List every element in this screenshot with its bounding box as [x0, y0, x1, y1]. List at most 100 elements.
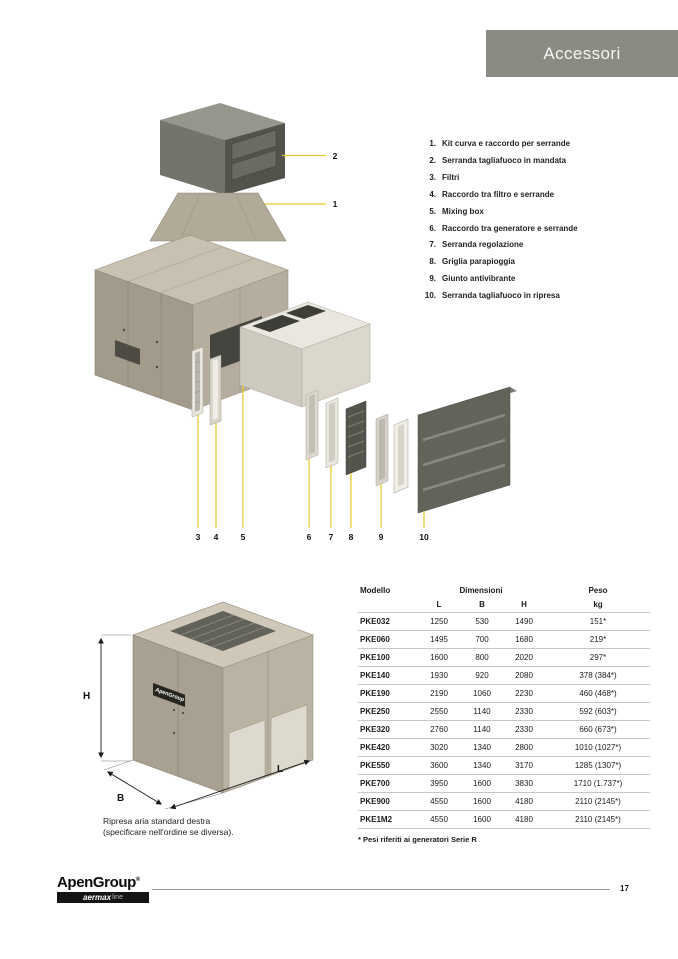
table-cell-h: 2330 — [502, 720, 546, 739]
table-cell-model: PKE100 — [358, 648, 416, 667]
table-footnote: * Pesi riferiti ai generatori Serie R — [358, 835, 477, 844]
callout-3: 3 — [195, 532, 201, 542]
table-cell-h: 2330 — [502, 702, 546, 721]
col-subheader-l: L — [416, 598, 462, 613]
table-header-row: Modello Dimensioni Peso — [358, 583, 650, 598]
legend-item: 6. Raccordo tra generatore e serrande — [422, 221, 662, 238]
callout-2: 2 — [332, 151, 338, 161]
table-cell-kg: 297* — [546, 648, 650, 667]
table-cell-kg: 219* — [546, 630, 650, 649]
mixing-box — [239, 301, 371, 408]
table-cell-kg: 378 (384*) — [546, 666, 650, 685]
table-cell-l: 1250 — [416, 612, 462, 631]
exploded-diagram: 2 1 3 4 5 6 7 8 9 10 — [60, 95, 530, 565]
callout-10: 10 — [419, 532, 429, 542]
table-cell-b: 1600 — [462, 810, 502, 829]
figure-caption: Ripresa aria standard destra (specificar… — [103, 816, 234, 839]
legend-item-number: 9. — [429, 274, 436, 284]
table-cell-b: 1340 — [462, 738, 502, 757]
table-cell-kg: 592 (603*) — [546, 702, 650, 721]
legend-item-number: 4. — [429, 189, 436, 199]
legend-item: 10. Serranda tagliafuoco in ripresa — [422, 288, 662, 305]
table-cell-b: 800 — [462, 648, 502, 667]
legend-item-number: 6. — [429, 223, 436, 233]
table-cell-h: 3830 — [502, 774, 546, 793]
table-cell-h: 4180 — [502, 792, 546, 811]
table-cell-model: PKE060 — [358, 630, 416, 649]
table-cell-model: PKE320 — [358, 720, 416, 739]
table-cell-h: 2020 — [502, 648, 546, 667]
legend-item: 5.Mixing box — [422, 204, 662, 221]
table-cell-b: 700 — [462, 630, 502, 649]
table-cell-model: PKE900 — [358, 792, 416, 811]
legend-item: 1.Kit curva e raccordo per serrande — [422, 136, 662, 153]
unit-body: ApenGroup — [132, 601, 314, 794]
table-cell-model: PKE1M2 — [358, 810, 416, 829]
damper-frames — [305, 389, 409, 494]
page-number: 17 — [620, 884, 629, 893]
callout-9: 9 — [378, 532, 384, 542]
legend-item-number: 8. — [429, 257, 436, 267]
table-cell-kg: 1285 (1307*) — [546, 756, 650, 775]
table-cell-model: PKE190 — [358, 684, 416, 703]
col-subheader-empty — [358, 598, 416, 613]
table-cell-kg: 460 (468*) — [546, 684, 650, 703]
legend-item-number: 10. — [424, 291, 436, 301]
callout-leader-lines — [197, 154, 425, 528]
table-cell-l: 2550 — [416, 702, 462, 721]
table-cell-model: PKE420 — [358, 738, 416, 757]
callout-1: 1 — [332, 199, 338, 209]
table-cell-b: 1140 — [462, 720, 502, 739]
legend-item-label: Giunto antivibrante — [442, 274, 516, 284]
legend-list: 1.Kit curva e raccordo per serrande 2. Ser… — [422, 136, 662, 305]
exploded-view-illustration — [94, 103, 517, 528]
filter-frames — [191, 346, 222, 426]
dim-label-b: B — [117, 793, 125, 804]
table-cell-h: 2800 — [502, 738, 546, 757]
table-cell-kg: 660 (673*) — [546, 720, 650, 739]
duct-assembly — [149, 103, 287, 242]
dimension-lines — [98, 634, 311, 810]
legend-item-number: 5. — [429, 206, 436, 216]
table-cell-kg: 2110 (2145*) — [546, 810, 650, 829]
legend-item-label: Serranda tagliafuoco in ripresa — [442, 291, 560, 301]
legend-item-number: 2. — [429, 155, 436, 165]
legend-item-number: 3. — [429, 172, 436, 182]
table-cell-model: PKE140 — [358, 666, 416, 685]
table-cell-h: 1490 — [502, 612, 546, 631]
table-cell-kg: 151* — [546, 612, 650, 631]
callout-4: 4 — [213, 532, 219, 542]
brand-sub-light: line — [112, 894, 123, 901]
table-cell-model: PKE250 — [358, 702, 416, 721]
brand-sub-bold: aermax — [83, 893, 112, 902]
table-cell-b: 530 — [462, 612, 502, 631]
col-header-dimensioni: Dimensioni — [459, 586, 503, 595]
dim-label-h: H — [83, 691, 91, 702]
legend-item: 9. Giunto antivibrante — [422, 271, 662, 288]
table-cell-b: 1600 — [462, 792, 502, 811]
figure-caption-line1: Ripresa aria standard destra — [103, 816, 211, 826]
legend-item-label: Raccordo tra generatore e serrande — [442, 223, 578, 233]
table-cell-l: 2190 — [416, 684, 462, 703]
table-cell-l: 4550 — [416, 810, 462, 829]
table-cell-b: 1340 — [462, 756, 502, 775]
col-header-modello: Modello — [360, 586, 391, 595]
callout-5: 5 — [240, 532, 246, 542]
section-header-bar: Accessori — [486, 30, 678, 77]
legend-item: 4.Raccordo tra filtro e serrande — [422, 187, 662, 204]
section-title: Accessori — [543, 43, 621, 63]
legend-item-label: Filtri — [442, 172, 460, 182]
dim-label-l: L — [277, 764, 284, 775]
legend-item-label: Serranda regolazione — [442, 240, 524, 250]
rain-grille-panel — [417, 386, 517, 514]
